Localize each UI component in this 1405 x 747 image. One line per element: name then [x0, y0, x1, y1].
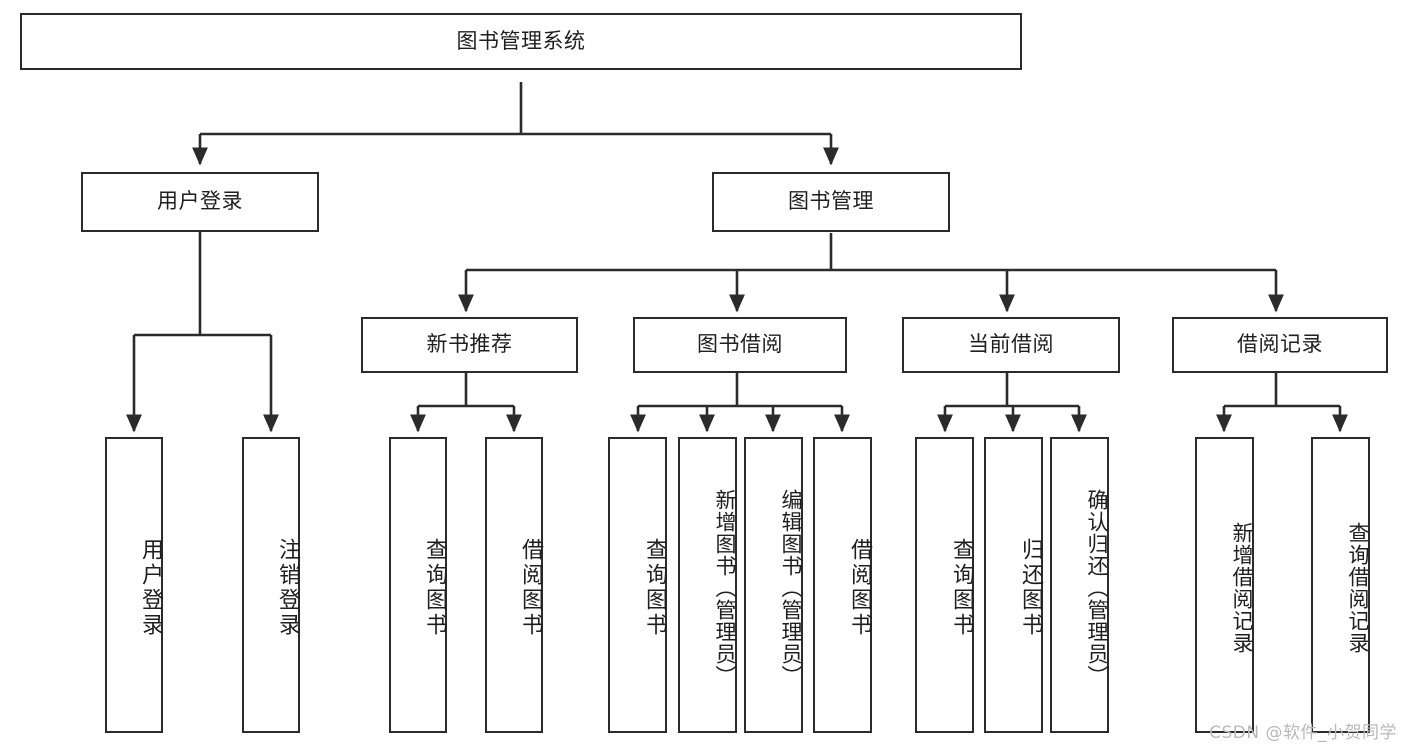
node-leaf-borrow-books-recommend[interactable]: 借阅图书: [485, 437, 543, 733]
node-label: 新增借阅记录: [1230, 522, 1254, 654]
node-label: 查询借阅记录: [1346, 522, 1370, 654]
node-leaf-edit-book-admin[interactable]: 编辑图书（管理员）: [744, 437, 803, 733]
node-leaf-search-books-current[interactable]: 查询图书: [915, 437, 974, 733]
node-user-login[interactable]: 用户登录: [81, 172, 319, 232]
node-leaf-search-borrow-record[interactable]: 查询借阅记录: [1311, 437, 1370, 733]
node-label: 确认归还（管理员）: [1085, 489, 1109, 687]
node-leaf-search-books-recommend[interactable]: 查询图书: [389, 437, 447, 733]
node-label: 用户登录: [157, 189, 243, 214]
node-leaf-logout[interactable]: 注销登录: [242, 437, 300, 733]
node-label: 注销登录: [275, 538, 300, 638]
node-leaf-add-borrow-record[interactable]: 新增借阅记录: [1195, 437, 1254, 733]
node-label: 借阅图书: [847, 538, 872, 638]
node-book-management[interactable]: 图书管理: [712, 172, 950, 232]
node-leaf-add-book-admin[interactable]: 新增图书（管理员）: [678, 437, 737, 733]
node-leaf-confirm-return-admin[interactable]: 确认归还（管理员）: [1050, 437, 1109, 733]
node-label: 新增图书（管理员）: [713, 489, 737, 687]
node-label: 借阅记录: [1237, 332, 1323, 357]
node-leaf-user-login[interactable]: 用户登录: [105, 437, 163, 733]
node-label: 图书管理: [788, 189, 874, 214]
node-label: 归还图书: [1018, 538, 1043, 638]
node-root-book-management-system[interactable]: 图书管理系统: [20, 13, 1022, 70]
node-borrow-records[interactable]: 借阅记录: [1172, 317, 1388, 373]
node-current-borrow[interactable]: 当前借阅: [902, 317, 1120, 373]
node-book-borrow[interactable]: 图书借阅: [633, 317, 847, 373]
node-label: 图书管理系统: [456, 28, 586, 53]
csdn-watermark: CSDN @软件_小贺同学: [1209, 723, 1397, 743]
node-label: 查询图书: [949, 538, 974, 638]
node-label: 当前借阅: [968, 332, 1054, 357]
node-label: 借阅图书: [518, 538, 543, 638]
node-new-book-recommend[interactable]: 新书推荐: [361, 317, 578, 373]
node-label: 查询图书: [422, 538, 447, 638]
node-leaf-return-books[interactable]: 归还图书: [984, 437, 1043, 733]
node-label: 用户登录: [138, 538, 163, 638]
node-label: 新书推荐: [426, 332, 513, 357]
node-leaf-search-books-borrow[interactable]: 查询图书: [608, 437, 667, 733]
node-label: 图书借阅: [697, 332, 783, 357]
node-label: 编辑图书（管理员）: [779, 489, 803, 687]
node-label: 查询图书: [642, 538, 667, 638]
node-leaf-borrow-books[interactable]: 借阅图书: [813, 437, 872, 733]
